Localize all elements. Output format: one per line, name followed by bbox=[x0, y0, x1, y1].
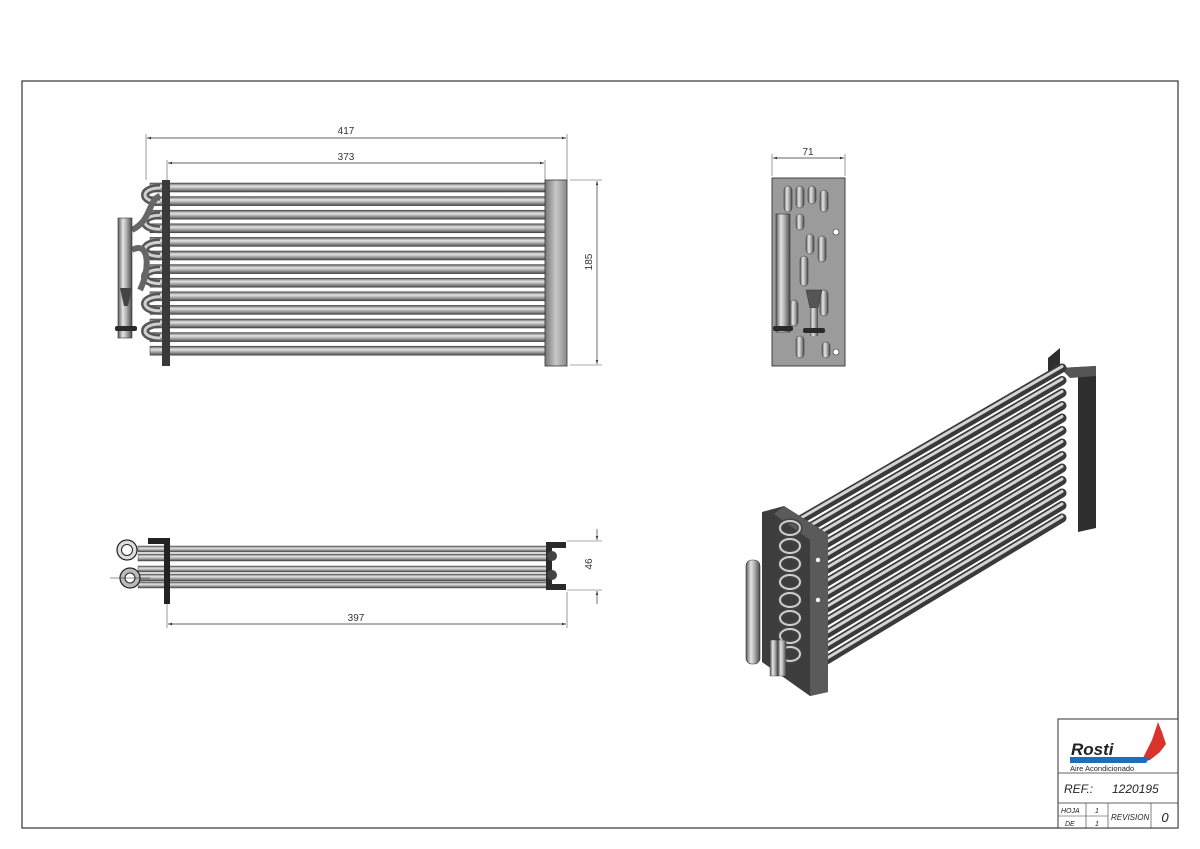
dim-185: 185 bbox=[584, 253, 595, 270]
tube-highlight bbox=[798, 477, 1064, 637]
tube-highlight bbox=[798, 452, 1064, 611]
tube bbox=[149, 291, 547, 302]
de-label: DE bbox=[1065, 821, 1075, 828]
front-view: 417 373 185 bbox=[115, 126, 602, 367]
revision-value: 0 bbox=[1161, 810, 1169, 825]
tube-bend bbox=[795, 335, 805, 359]
tube bbox=[149, 277, 547, 288]
tube-bend bbox=[789, 299, 799, 327]
tube-bend bbox=[805, 233, 815, 255]
return-bend-highlight bbox=[779, 538, 801, 554]
tube-highlight bbox=[798, 427, 1064, 585]
top-view: 397 46 bbox=[110, 529, 602, 628]
tube-highlight bbox=[798, 390, 1064, 546]
return-bend-highlight bbox=[779, 520, 801, 536]
tube bbox=[149, 250, 547, 261]
logo-text: Rosti bbox=[1071, 740, 1115, 759]
tube bbox=[149, 332, 547, 342]
tube bbox=[149, 223, 547, 234]
hoja-value: 1 bbox=[1095, 808, 1099, 815]
tube-bend bbox=[799, 255, 809, 287]
rosti-logo: Rosti Aire Acondicionado bbox=[1070, 722, 1166, 773]
top-tubes bbox=[137, 545, 551, 589]
ref-value: 1220195 bbox=[1112, 782, 1159, 796]
isometric-view bbox=[745, 348, 1096, 696]
iso-tubes bbox=[795, 363, 1067, 681]
tube-highlight bbox=[798, 377, 1064, 533]
iso-return-bends bbox=[777, 518, 803, 664]
tube bbox=[137, 581, 551, 589]
dim-397: 397 bbox=[348, 613, 365, 624]
tube-highlight bbox=[798, 465, 1064, 624]
side-view: 71 bbox=[771, 147, 846, 367]
sheet-border bbox=[21, 80, 1179, 829]
tube bbox=[149, 345, 547, 356]
connector-tube bbox=[130, 193, 162, 233]
side-tube-bends bbox=[783, 185, 831, 359]
tube-bend bbox=[807, 185, 817, 205]
return-bend-highlight bbox=[779, 592, 801, 608]
tube bbox=[149, 182, 547, 193]
tube-highlight bbox=[798, 402, 1064, 559]
tube bbox=[149, 237, 547, 247]
de-value: 1 bbox=[1095, 821, 1099, 828]
tube bbox=[137, 565, 551, 573]
tube bbox=[149, 209, 547, 220]
tube-highlight bbox=[798, 440, 1064, 598]
side-header-pipe bbox=[775, 213, 791, 333]
tube-bend bbox=[819, 289, 829, 317]
tube-bend bbox=[821, 341, 831, 359]
hoja-label: HOJA bbox=[1061, 808, 1080, 815]
tube-bend bbox=[819, 189, 829, 213]
tube-bend bbox=[795, 185, 805, 209]
tube-highlight bbox=[798, 415, 1064, 572]
connector-tube bbox=[130, 245, 150, 292]
tube-highlight bbox=[798, 365, 1064, 520]
dim-71: 71 bbox=[802, 147, 814, 158]
iso-back-plate bbox=[1048, 348, 1096, 532]
iso-header-pipe bbox=[745, 559, 761, 665]
return-bend-highlight bbox=[779, 628, 801, 644]
logo-tagline: Aire Acondicionado bbox=[1070, 764, 1134, 773]
front-left-plate bbox=[162, 180, 170, 366]
tube-bend bbox=[795, 213, 805, 231]
dim-373: 373 bbox=[338, 152, 355, 163]
top-left-plate bbox=[148, 538, 170, 604]
return-bend-highlight bbox=[143, 322, 161, 340]
tube bbox=[137, 545, 551, 553]
return-bend-highlight bbox=[779, 556, 801, 572]
return-bend-highlight bbox=[779, 574, 801, 590]
return-bend-highlight bbox=[143, 295, 161, 313]
front-header-pipe bbox=[117, 217, 133, 339]
tube-bend bbox=[783, 185, 793, 213]
tube-highlight bbox=[798, 490, 1064, 650]
tube bbox=[149, 264, 547, 274]
tube-bend bbox=[817, 235, 827, 263]
ref-label: REF.: bbox=[1064, 782, 1093, 796]
tube-highlight bbox=[798, 515, 1064, 676]
tube bbox=[137, 553, 551, 562]
front-right-plate bbox=[544, 179, 568, 367]
tube-highlight bbox=[798, 502, 1064, 663]
return-bend-highlight bbox=[779, 610, 801, 626]
tube bbox=[149, 318, 547, 329]
revision-label: REVISION bbox=[1111, 813, 1149, 822]
tube bbox=[149, 196, 547, 206]
dim-417: 417 bbox=[338, 126, 355, 137]
tube bbox=[149, 305, 547, 315]
tube bbox=[137, 573, 551, 582]
front-tubes bbox=[149, 182, 547, 356]
top-right-bracket bbox=[546, 542, 566, 590]
front-return-bends bbox=[130, 184, 162, 342]
title-block: Rosti Aire Acondicionado REF.: 1220195 H… bbox=[1057, 718, 1179, 829]
dim-46: 46 bbox=[584, 558, 595, 570]
